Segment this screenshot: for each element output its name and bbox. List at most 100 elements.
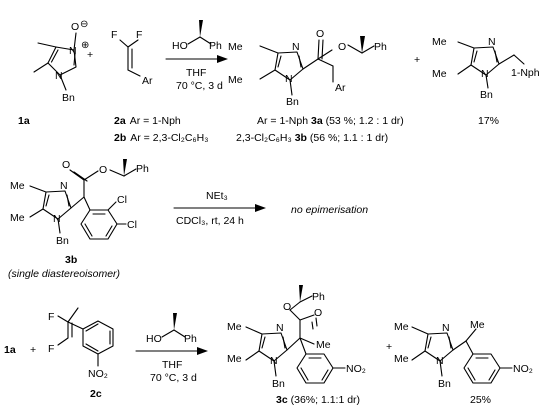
atom-cl-2: Cl [127,219,137,231]
atom-n-oxide: N [69,45,77,57]
atom-n-bn: N [270,355,278,367]
arrow-conditions: CDCl₃, rt, 24 h [176,215,244,227]
atom-ho: HO [146,333,162,345]
atom-n: N [488,36,496,48]
atom-ph: Ph [136,163,149,175]
compound-3a: 3a [311,115,323,127]
structure-1a: N O ⊖ ⊕ N Bn [33,19,89,104]
structure-2c: F F NO₂ [48,307,114,380]
atom-cl-1: Cl [117,194,127,206]
atom-n: N [442,322,450,334]
compound-2a: 2a [114,115,126,127]
atom-carbonyl-o: O [62,159,70,171]
atom-fluorine-1: F [111,29,117,41]
atom-n-bn: N [481,68,489,80]
atom-n: N [55,70,63,82]
substituent-2b: Ar = 2,3-Cl₂C₆H₃ [130,132,208,144]
prefix-3b: 2,3-Cl₂C₆H₃ [236,132,295,144]
atom-ar: Ar [335,82,346,94]
atom-ph: Ph [374,41,387,53]
atom-oxygen: O [71,21,79,33]
atom-bn: Bn [480,89,493,101]
arrow-conditions: 70 °C, 3 d [176,80,223,92]
structure-3c: Me Me N N Bn O O Ph Me NO₂ [227,285,366,390]
atom-ester-o: O [283,301,291,313]
reaction-arrow-1: HO Ph THF 70 °C, 3 d [165,20,228,92]
atom-nph: 1-Nph [511,67,540,79]
yield-3c: (36%; 1.1:1 dr) [288,394,360,406]
compound-3b: 3b [295,132,307,144]
atom-fluorine-1: F [48,311,54,323]
arrow-conditions: 70 °C, 3 d [150,372,197,384]
yield-3b: (56 %; 1.1 : 1 dr) [307,132,388,144]
label-2b: 2b Ar = 2,3-Cl₂C₆H₃ [114,132,209,144]
atom-ph: Ph [184,333,197,345]
structure-2ab: F F Ar [111,29,153,87]
arrow-reagent: NEt₃ [206,190,228,202]
label-3a: Ar = 1-Nph 3a (53 %; 1.2 : 1 dr) [257,115,404,127]
atom-no2: NO₂ [346,363,366,375]
label-3b-standalone: 3b [65,254,77,266]
atom-carbonyl-o: O [314,307,322,319]
atom-me: Me [470,319,485,331]
label-single-diastereoisomer: (single diastereoisomer) [8,268,120,280]
reaction-arrow-2: NEt₃ CDCl₃, rt, 24 h [173,190,266,227]
byproduct-2-yield: 25% [470,394,491,406]
atom-me-2: Me [227,353,242,365]
compound-3c: 3c [276,394,288,406]
compound-2b: 2b [114,132,126,144]
atom-carbonyl-o: O [316,28,324,40]
atom-me-2: Me [228,74,243,86]
atom-fluorine-2: F [136,29,142,41]
atom-n-bn: N [436,355,444,367]
atom-no2: NO₂ [88,368,108,380]
atom-me-2: Me [394,353,409,365]
plus-sign: + [30,344,36,356]
atom-me-1: Me [227,321,242,333]
atom-me-1: Me [10,180,25,192]
atom-ester-o: O [99,164,107,176]
atom-n: N [60,180,68,192]
structure-byproduct-1: Me Me N N Bn 1-Nph [432,36,540,101]
atom-ph: Ph [312,291,325,303]
label-3b: 2,3-Cl₂C₆H₃ 3b (56 %; 1.1 : 1 dr) [236,132,388,144]
atom-n: N [292,41,300,53]
arrow-solvent: THF [186,67,206,79]
plus-sign: + [414,54,420,66]
byproduct-1-yield: 17% [478,115,499,127]
atom-ho: HO [172,40,188,52]
result-no-epimerisation: no epimerisation [291,204,368,216]
minus-charge: ⊖ [80,19,88,30]
plus-charge: ⊕ [81,40,89,51]
arrow-solvent: THF [162,359,182,371]
atom-bn: Bn [62,92,75,104]
yield-3a: (53 %; 1.2 : 1 dr) [323,115,404,127]
atom-me-1: Me [394,321,409,333]
atom-me: Me [316,339,331,351]
atom-bn: Bn [286,96,299,108]
label-1a: 1a [18,115,30,127]
atom-ar: Ar [142,75,153,87]
atom-me-2: Me [10,212,25,224]
label-3c: 3c (36%; 1.1:1 dr) [276,394,360,406]
atom-ester-o: O [338,41,346,53]
atom-n: N [276,322,284,334]
atom-fluorine-2: F [48,343,54,355]
atom-me-1: Me [228,41,243,53]
atom-bn: Bn [438,378,451,390]
prefix-3a: Ar = 1-Nph [257,115,311,127]
label-1a-row3: 1a [4,344,16,356]
plus-sign: + [87,49,93,61]
atom-bn: Bn [56,235,69,247]
structure-3ab: Me Me N N Bn O O Ph Ar [228,28,387,108]
atom-bn: Bn [272,378,285,390]
label-2c: 2c [90,388,102,400]
atom-n-bn: N [285,73,293,85]
atom-ph: Ph [209,40,222,52]
atom-no2: NO₂ [513,363,533,375]
atom-n-bn: N [53,213,61,225]
structure-byproduct-2: Me Me N N Bn Me NO₂ [394,319,533,390]
atom-me-2: Me [432,68,447,80]
